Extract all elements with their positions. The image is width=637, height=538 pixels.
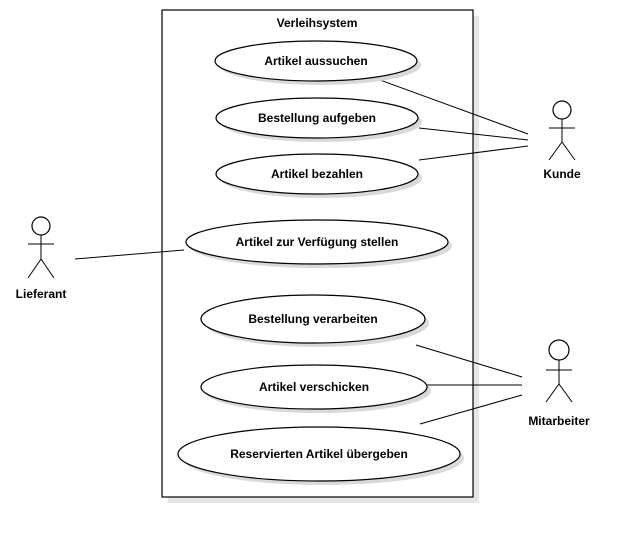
use-case-artikel-aussuchen[interactable]: Artikel aussuchen [214,40,421,85]
actor-label: Mitarbeiter [528,414,590,428]
use-case-label: Bestellung verarbeiten [248,312,377,326]
use-case-label: Artikel zur Verfügung stellen [236,235,399,249]
use-case-artikel-bezahlen[interactable]: Artikel bezahlen [215,153,422,198]
actor-mitarbeiter[interactable]: Mitarbeiter [528,339,590,428]
use-case-label: Artikel bezahlen [271,167,363,181]
actor-left-leg [27,258,42,279]
actor-left-leg [548,141,563,161]
association-mitarbeiter-reservierten-artikel-uebergeben [419,394,523,425]
use-case-label: Artikel aussuchen [264,54,367,68]
actor-left-leg [545,383,560,403]
actor-kunde[interactable]: Kunde [543,100,581,181]
actor-right-leg [40,258,55,279]
actor-head [548,339,570,361]
association-mitarbeiter-bestellung-verarbeiten [415,344,523,378]
actor-head [552,100,572,120]
use-case-reservierten-artikel-uebergeben[interactable]: Reservierten Artikel übergeben [177,426,464,485]
actor-head [31,216,51,236]
actor-right-leg [558,383,573,403]
association-kunde-bestellung-aufgeben [418,127,529,141]
use-case-label: Artikel verschicken [259,380,369,394]
actor-lieferant[interactable]: Lieferant [16,216,67,301]
association-lieferant-artikel-zur-verfuegung-stellen [74,249,185,260]
use-case-artikel-zur-verfuegung-stellen[interactable]: Artikel zur Verfügung stellen [185,219,452,268]
use-case-artikel-verschicken[interactable]: Artikel verschicken [200,364,431,413]
use-case-label: Bestellung aufgeben [258,111,376,125]
actor-label: Lieferant [16,287,67,301]
use-case-bestellung-verarbeiten[interactable]: Bestellung verarbeiten [200,294,429,347]
actor-label: Kunde [543,167,581,181]
association-kunde-artikel-bezahlen [418,145,529,161]
system-title: Verleihsystem [277,16,358,30]
actor-right-leg [561,141,576,161]
use-case-bestellung-aufgeben[interactable]: Bestellung aufgeben [215,97,422,142]
association-kunde-artikel-aussuchen [379,79,529,135]
use-case-label: Reservierten Artikel übergeben [230,447,408,461]
